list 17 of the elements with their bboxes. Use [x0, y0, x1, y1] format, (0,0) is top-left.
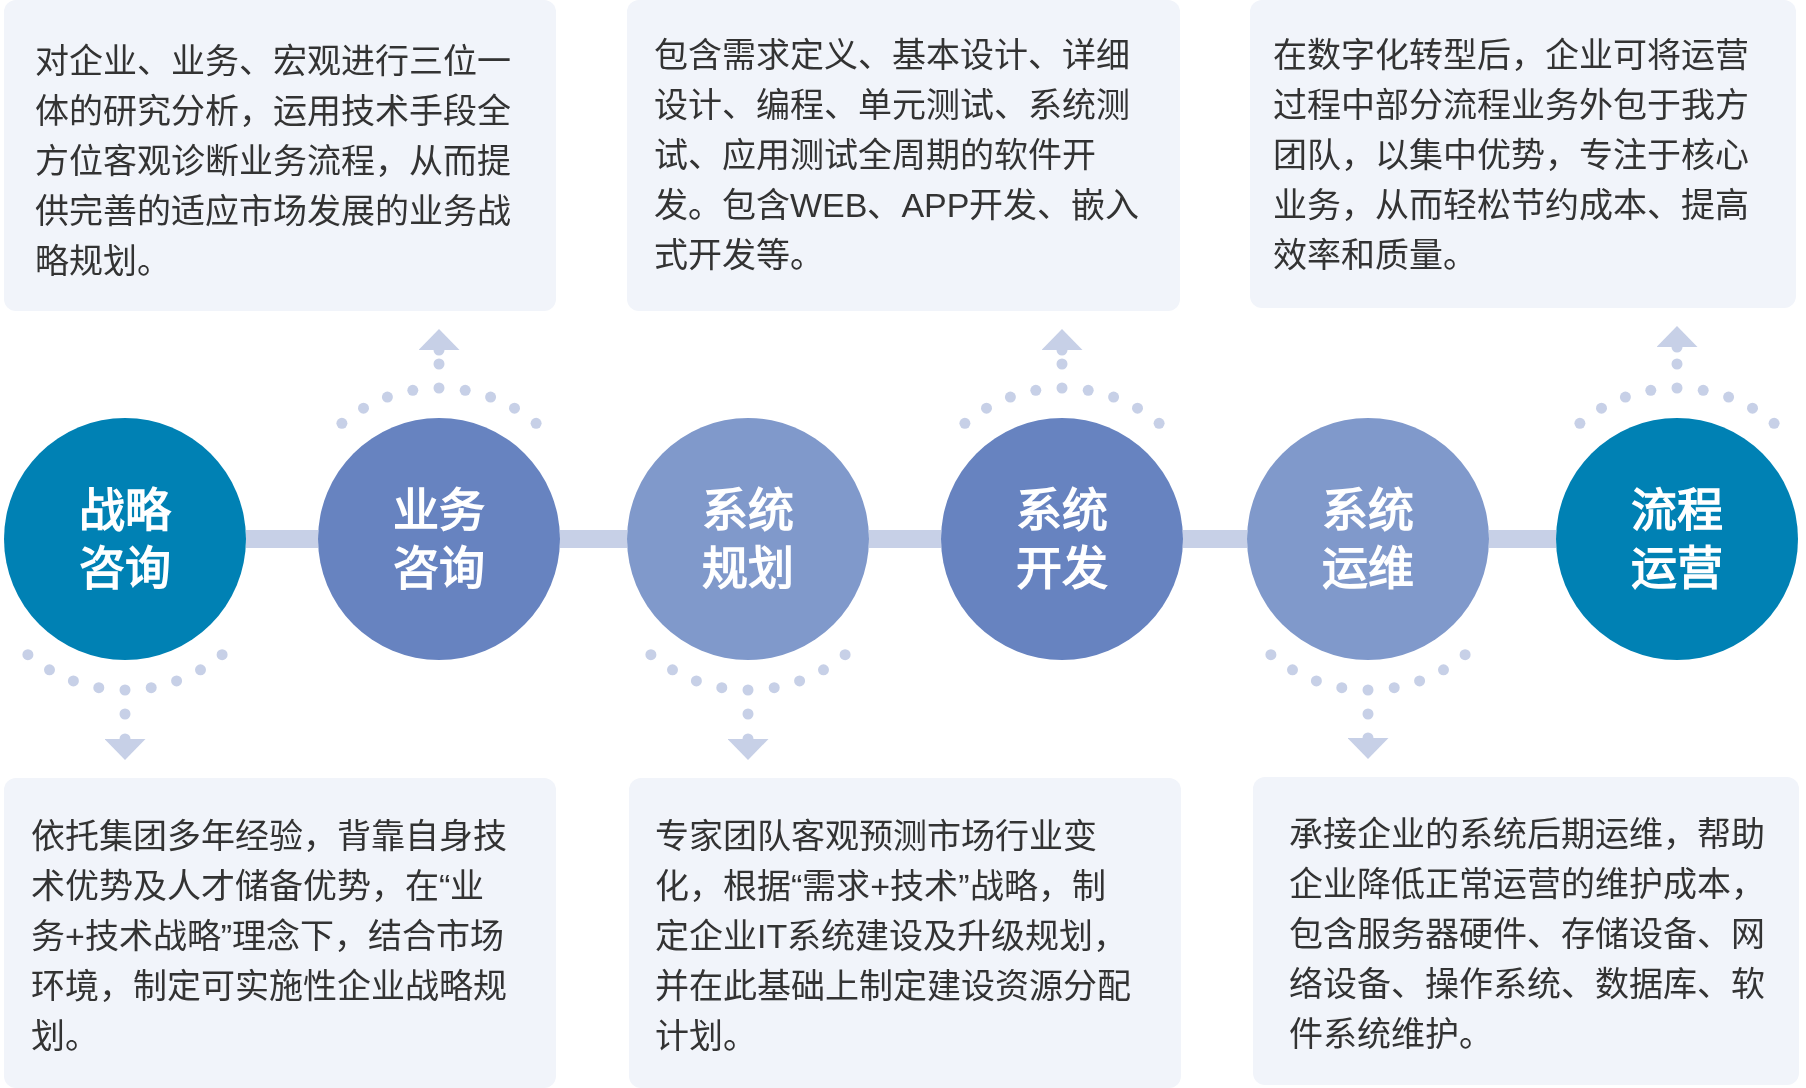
description-text: 包含需求定义、基本设计、详细设计、编程、单元测试、系统测试、应用测试全周期的软件开发。包含WEB、APP开发、嵌入式开发等。 [654, 35, 1141, 276]
step-title: 战略咨询 [78, 483, 173, 596]
step-title: 流程运营 [1630, 483, 1724, 596]
step-title: 业务咨询 [392, 483, 486, 596]
connector-bar [560, 530, 627, 548]
step-title: 系统规划 [701, 483, 795, 596]
description-text: 在数字化转型后，企业可将运营过程中部分流程业务外包于我方团队，以集中优势，专注于核心业务，从而轻松节约成本、提高效率和质量。 [1273, 35, 1750, 276]
description-text: 依托集团多年经验，背靠自身技术优势及人才储备优势，在“业务+技术战略”理念下，结合市场环境，制定可实施性企业战略规划。 [31, 816, 508, 1057]
connector-bar [1183, 530, 1247, 548]
step-title: 系统运维 [1321, 483, 1415, 596]
connector-bar [246, 530, 318, 548]
description-text: 承接企业的系统后期运维，帮助企业降低正常运营的维护成本，包含服务器硬件、存储设备、网络设备、操作系统、数据库、软件系统维护。 [1289, 814, 1766, 1055]
connector-bar [869, 530, 941, 548]
description-text: 对企业、业务、宏观进行三位一体的研究分析，运用技术手段全方位客观诊断业务流程，从而提供完善的适应市场发展的业务战略规划。 [35, 41, 512, 282]
description-text: 专家团队客观预测市场行业变化，根据“需求+技术”战略，制定企业IT系统建设及升级规划，并在此基础上制定建设资源分配计划。 [655, 816, 1132, 1057]
connector-bar [1489, 530, 1556, 548]
step-title: 系统开发 [1015, 483, 1109, 596]
